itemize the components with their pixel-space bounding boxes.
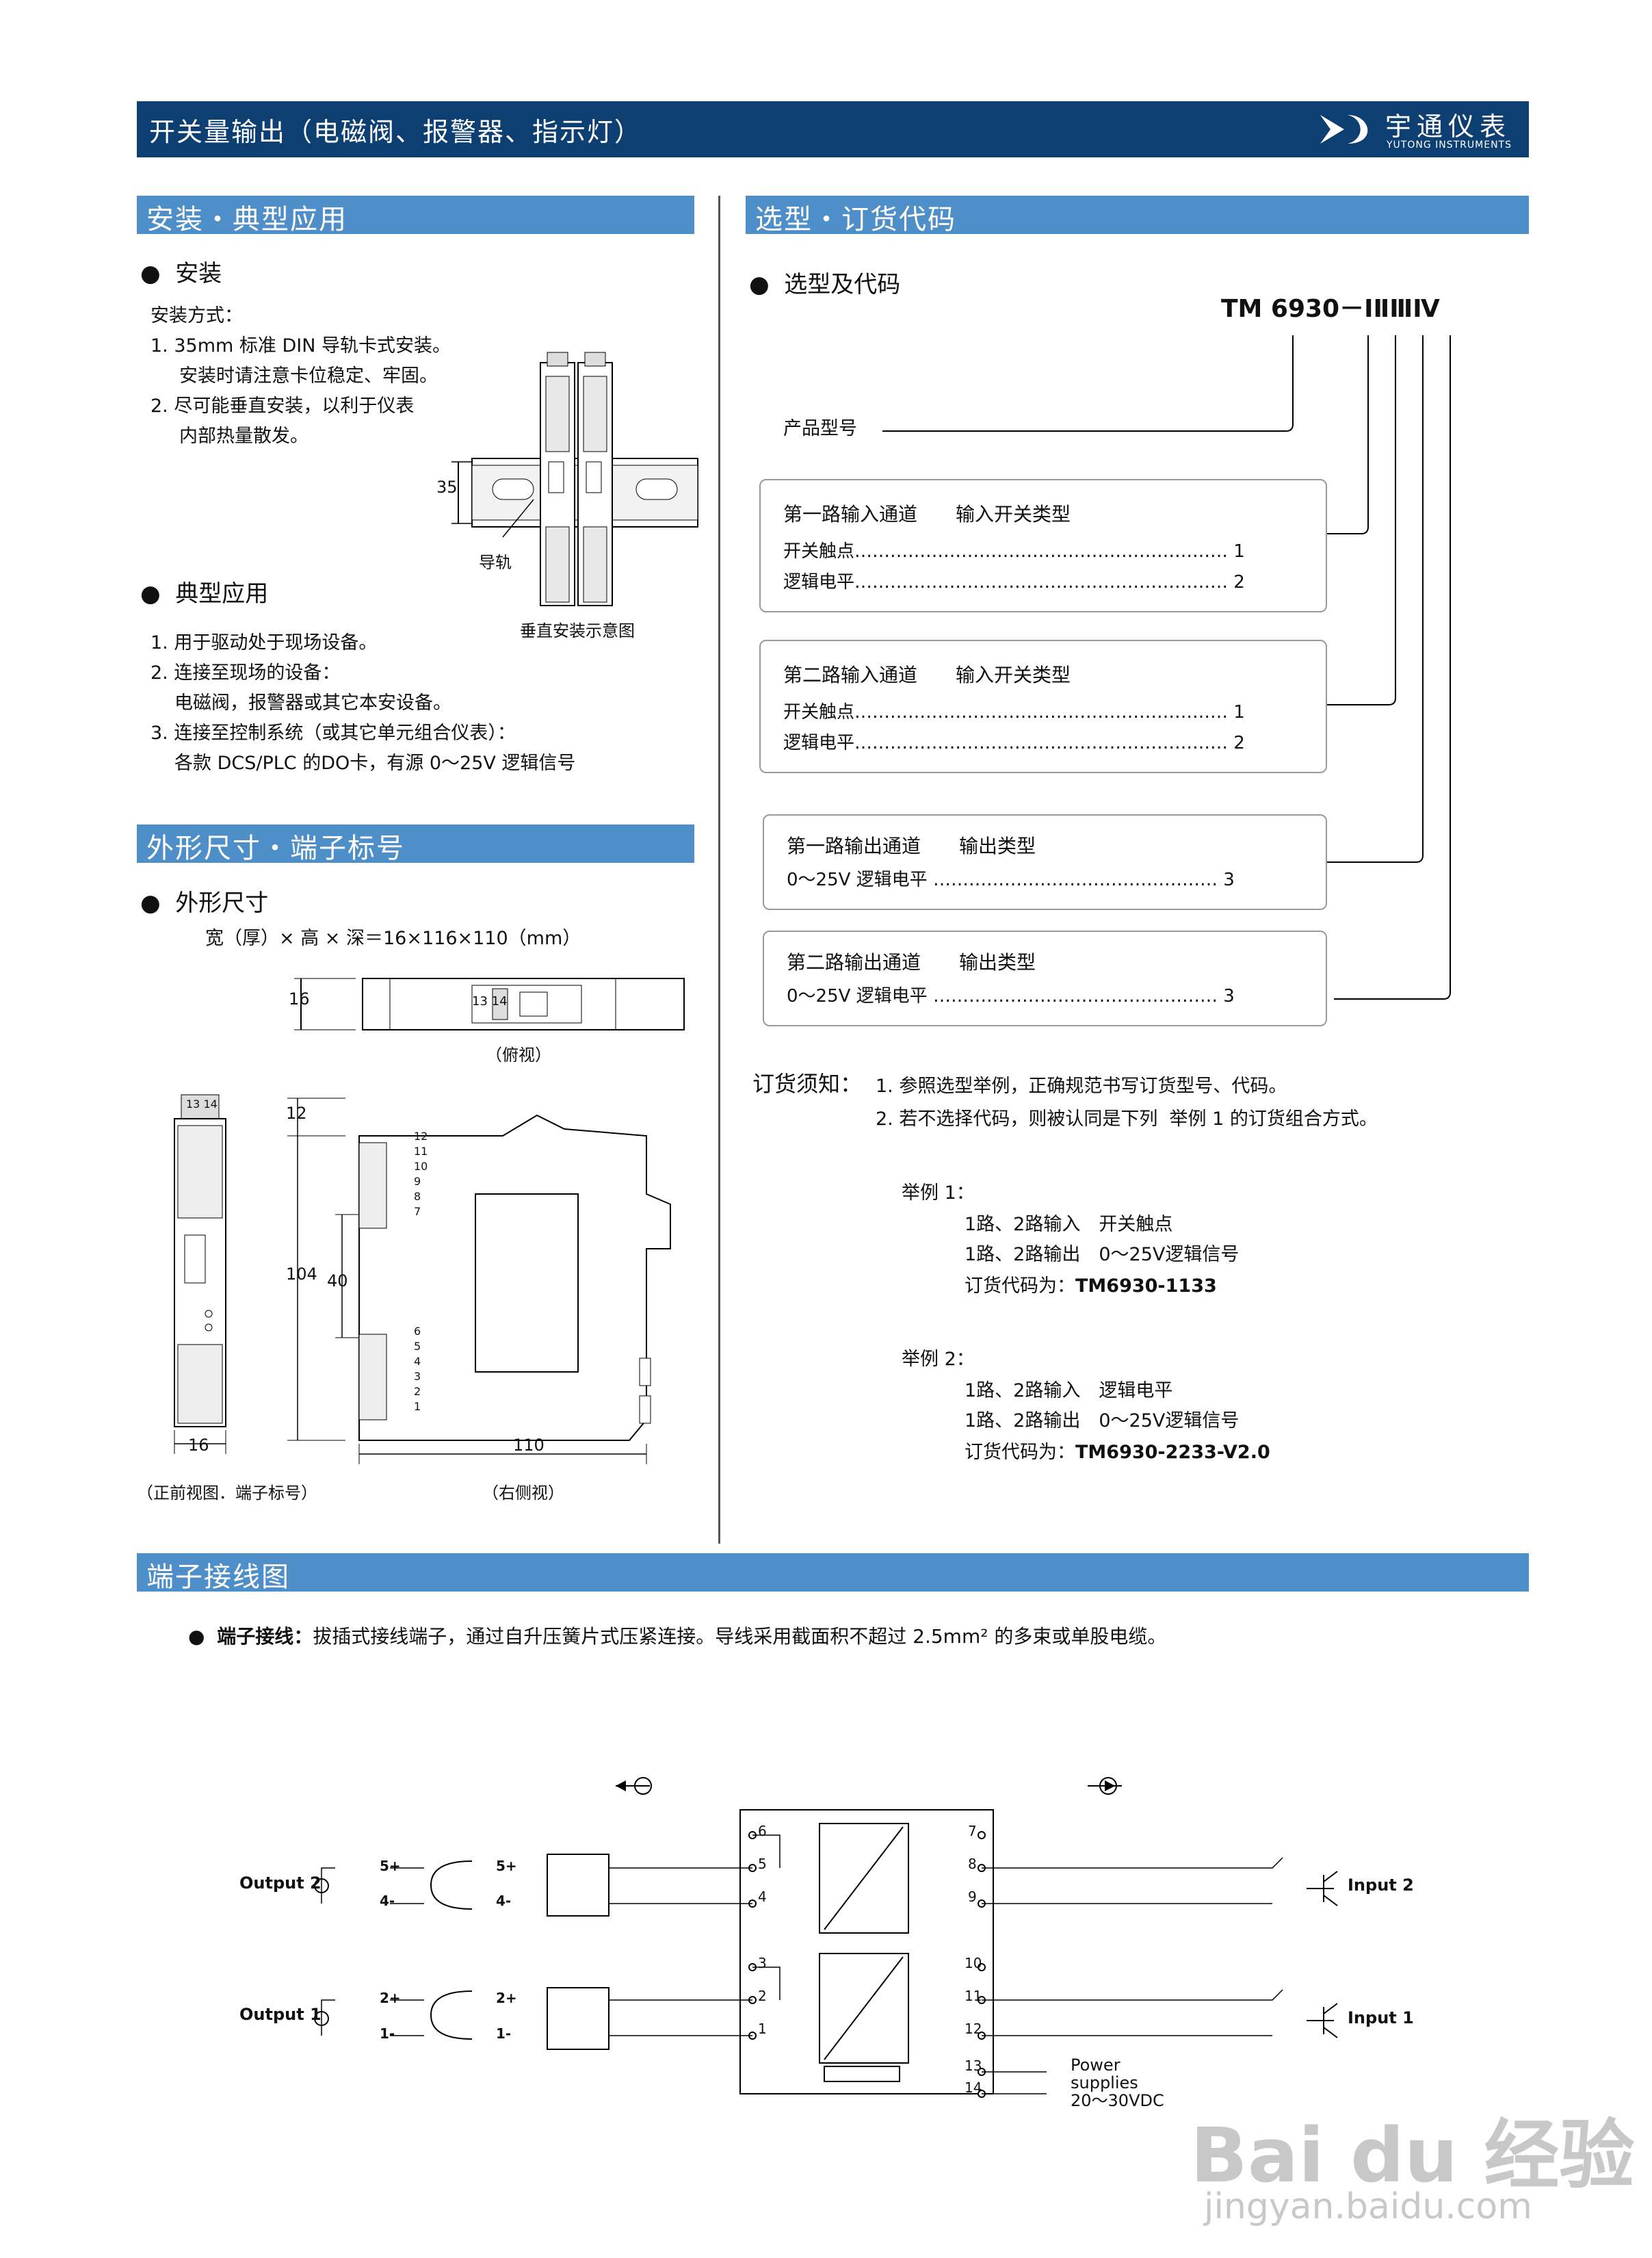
output-2-label: Output 2 [239,1873,322,1893]
brand-name-cn: 宇通仪表 [1385,112,1512,142]
column-divider [718,196,720,1544]
application-1: 1. 用于驱动处于现场设备。 [150,632,378,653]
install-heading: ● 安装 [140,260,222,287]
option-output-1-line1: 0～25V 逻辑电平 ………………………………………… 3 [787,870,1235,890]
example-1-line2: 1路、2路输出 0～25V逻辑信号 [965,1244,1240,1265]
example-1-label: 举例 1： [902,1182,975,1204]
order-note-2: 2. 若不选择代码，则被认同是下列 举例 1 的订货组合方式。 [876,1108,1378,1130]
option-box-input-1 [759,479,1327,612]
direction-arrow-left-icon [616,1777,652,1795]
option-box-output-2 [763,931,1327,1026]
example-1-code: 订货代码为：TM6930-1133 [965,1275,1217,1297]
option-output-2-line1: 0～25V 逻辑电平 ………………………………………… 3 [787,986,1235,1007]
application-heading: ● 典型应用 [140,580,269,608]
order-note-1: 1. 参照选型举例，正确规范书写订货型号、代码。 [876,1076,1287,1097]
watermark-url: jingyan.baidu.com [1204,2186,1532,2227]
example-2-line2: 1路、2路输出 0～25V逻辑信号 [965,1410,1240,1431]
example-2-code: 订货代码为：TM6930-2233-V2.0 [965,1442,1270,1463]
out2-plus-right: 5+ [496,1858,517,1874]
direction-arrow-right-icon [1088,1777,1122,1795]
side-dim-104: 104 [286,1264,317,1284]
option-output-1-title: 第一路输出通道 输出类型 [787,835,1036,857]
install-method-2: 2. 尽可能垂直安装，以利于仪表 [150,395,415,417]
side-dim-40: 40 [327,1271,348,1290]
wiring-description: ● 端子接线：拔插式接线端子，通过自升压簧片式压紧连接。导线采用截面积不超过 2… [188,1625,1167,1648]
option-box-output-1 [763,814,1327,910]
front-view-diagram [174,1094,226,1454]
product-model-label: 产品型号 [783,418,857,439]
rail-dim-35: 35 [436,478,458,497]
yutong-logo-icon [1320,115,1368,144]
brand-name-en: YUTONG INSTRUMENTS [1387,140,1512,151]
option-input-2-line2: 逻辑电平……………………………………………………… 2 [783,733,1245,753]
option-input-1-line2: 逻辑电平……………………………………………………… 2 [783,572,1245,593]
front-view-caption: （正前视图．端子标号） [137,1483,317,1503]
watermark-brand: Bai du 经验 [1190,2112,1635,2199]
top-view-diagram [294,978,685,1030]
top-view-caption: （俯视） [486,1046,551,1065]
side-dim-12: 12 [286,1104,307,1123]
page-title: 开关量输出（电磁阀、报警器、指示灯） [149,117,642,147]
side-dim-110: 110 [513,1436,545,1455]
input-1-label: Input 1 [1348,2008,1414,2027]
top-view-dim-16: 16 [289,989,310,1009]
top-view-terminals: 13 14 [472,994,508,1009]
front-view-dim-16: 16 [188,1436,209,1455]
side-terminals-lower: 6 5 4 3 2 1 [414,1325,421,1413]
right-terminal-numbers-lower: 10 11 12 [965,1955,982,2037]
model-code: TM 6930－ⅠⅡⅢⅣ [1221,295,1440,323]
install-method-1: 1. 35mm 标准 DIN 导轨卡式安装。 [150,335,451,356]
wiring-diagram [314,1777,1338,2098]
out2-minus-left: 4- [380,1893,395,1909]
example-2-label: 举例 2： [902,1349,975,1370]
out1-plus-right: 2+ [496,1990,517,2006]
install-method-label: 安装方式： [150,305,243,326]
side-terminals-upper: 12 11 10 9 8 7 [414,1130,428,1218]
mounting-caption: 垂直安装示意图 [520,621,635,640]
option-input-2-title: 第二路输入通道 输入开关类型 [783,664,1071,686]
application-2: 2. 连接至现场的设备： [150,662,341,684]
option-input-1-title: 第一路输入通道 输入开关类型 [783,503,1071,525]
side-view-diagram [287,1098,671,1464]
out2-plus-left: 5+ [380,1858,401,1874]
left-terminal-numbers-upper: 6 5 4 [758,1823,767,1905]
dimensions-formula: 宽（厚）× 高 × 深＝16×116×110（mm） [205,928,581,949]
output-1-label: Output 1 [239,2005,322,2024]
left-terminal-numbers-lower: 3 2 1 [758,1955,767,2037]
brand-logo: 宇通仪表 YUTONG INSTRUMENTS [1303,101,1529,157]
right-terminal-numbers-upper: 7 8 9 [968,1823,977,1905]
section-wiring: 端子接线图 [137,1553,1529,1593]
selection-leader-lines [882,335,1451,1000]
section-order: 选型・订货代码 [746,196,1529,235]
front-view-terminals-top: 13 14 [186,1098,218,1111]
order-heading: ● 选型及代码 [749,271,901,298]
install-method-2b: 内部热量散发。 [179,426,309,447]
out1-plus-left: 2+ [380,1990,401,2006]
rail-label: 导轨 [479,553,512,572]
application-3b: 各款 DCS/PLC 的DO卡，有源 0～25V 逻辑信号 [174,753,576,774]
order-notes-label: 订货须知： [752,1071,863,1097]
out1-minus-left: 1- [380,2025,395,2042]
install-method-1b: 安装时请注意卡位稳定、牢固。 [179,365,438,387]
option-input-1-line1: 开关触点……………………………………………………… 1 [783,541,1245,562]
out2-minus-right: 4- [496,1893,512,1909]
section-dimensions: 外形尺寸・端子标号 [137,825,694,864]
application-3: 3. 连接至控制系统（或其它单元组合仪表）： [150,723,516,744]
side-view-caption: （右侧视） [482,1483,564,1503]
power-label: Power supplies 20～30VDC [1071,2055,1164,2110]
dimensions-heading: ● 外形尺寸 [140,890,269,917]
example-1-line1: 1路、2路输入 开关触点 [965,1214,1173,1235]
power-terminal-numbers: 13 14 [965,2058,982,2096]
din-rail-mounting-diagram [451,352,698,606]
section-install: 安装・典型应用 [137,196,694,235]
option-output-2-title: 第二路输出通道 输出类型 [787,951,1036,974]
page-header: 开关量输出（电磁阀、报警器、指示灯） 宇通仪表 YUTONG INSTRUMEN… [137,101,1529,157]
input-2-label: Input 2 [1348,1876,1414,1895]
option-input-2-line1: 开关触点……………………………………………………… 1 [783,702,1245,723]
option-box-input-2 [759,640,1327,773]
example-2-line1: 1路、2路输入 逻辑电平 [965,1380,1173,1401]
out1-minus-right: 1- [496,2025,512,2042]
application-2b: 电磁阀，报警器或其它本安设备。 [174,692,451,714]
